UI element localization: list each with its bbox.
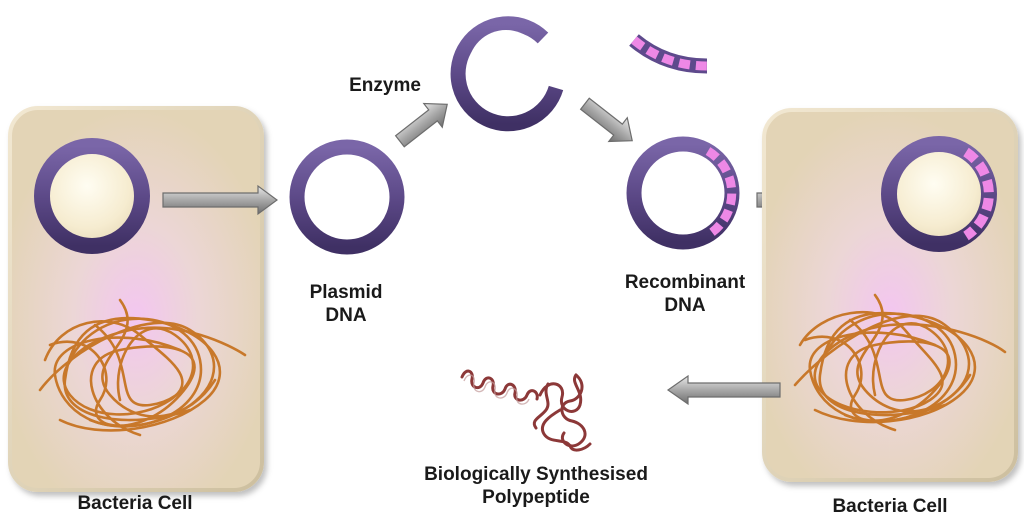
process-arrow-icon bbox=[579, 97, 633, 143]
bacteria-cell-left-label: Bacteria Cell bbox=[77, 493, 193, 514]
polypeptide-label-line1: Biologically Synthesised bbox=[424, 464, 648, 485]
polypeptide-label: Biologically Synthesised Polypeptide bbox=[405, 463, 667, 509]
chromosome-tangle-icon bbox=[38, 298, 247, 437]
polypeptide-icon-shadow bbox=[463, 374, 530, 405]
recombinant-dna-label: Recombinant DNA bbox=[610, 271, 760, 317]
recombinant-label-line2: DNA bbox=[664, 295, 706, 316]
recombinant-plasmid-icon bbox=[626, 136, 740, 250]
recombinant-label-line1: Recombinant bbox=[624, 272, 746, 293]
process-arrow-icon bbox=[394, 102, 448, 148]
plasmid-ring-icon bbox=[289, 139, 405, 255]
plasmid-dna-label: Plasmid DNA bbox=[290, 281, 402, 327]
enzyme-label: Enzyme bbox=[349, 75, 421, 96]
process-arrow-icon bbox=[162, 184, 279, 216]
plasmid-label-line2: DNA bbox=[325, 305, 367, 326]
recombinant-plasmid-icon bbox=[881, 136, 997, 252]
bacteria-cell-right-label: Bacteria Cell bbox=[832, 496, 948, 517]
dna-insert-icon bbox=[629, 34, 708, 74]
process-arrow-icon bbox=[666, 374, 781, 406]
polypeptide-label-line2: Polypeptide bbox=[482, 487, 590, 508]
polypeptide-icon bbox=[460, 369, 592, 452]
chromosome-tangle-icon bbox=[793, 293, 1007, 432]
plasmid-label-line1: Plasmid bbox=[309, 282, 383, 303]
cut-plasmid-icon bbox=[450, 16, 564, 132]
plasmid-ring-icon bbox=[34, 138, 150, 254]
